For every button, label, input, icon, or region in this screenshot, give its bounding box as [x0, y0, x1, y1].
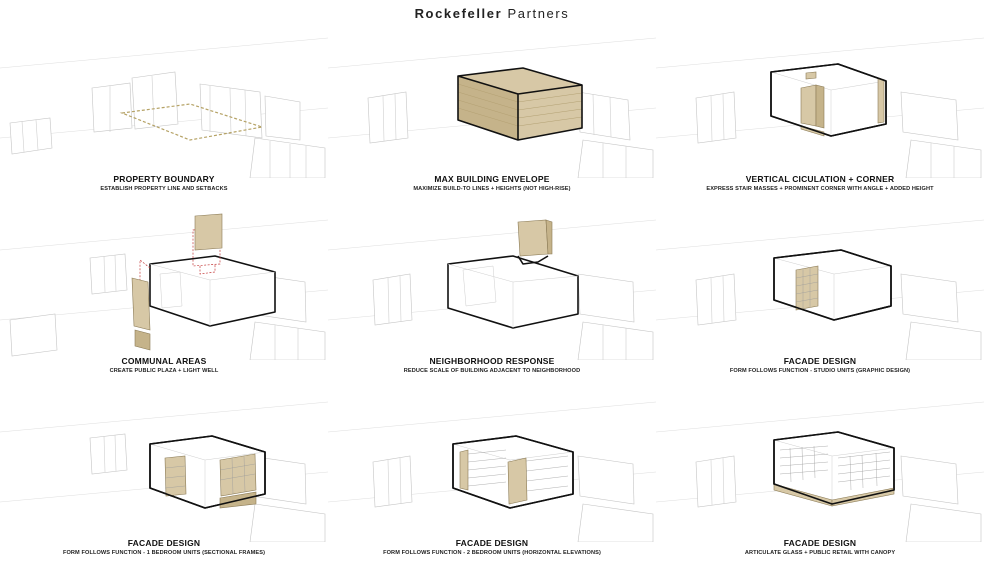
panel-subtitle: ESTABLISH PROPERTY LINE AND SETBACKS [100, 186, 228, 192]
panel-subtitle: FORM FOLLOWS FUNCTION - STUDIO UNITS (GR… [729, 368, 911, 374]
panel-title: MAX BUILDING ENVELOPE [434, 174, 550, 184]
panel-communal-areas: COMMUNAL AREAS CREATE PUBLIC PLAZA + LIG… [0, 210, 328, 392]
panel-facade-studio: FACADE DESIGN FORM FOLLOWS FUNCTION - ST… [656, 210, 984, 392]
diagram-facade-2bed-icon [328, 401, 656, 542]
panel-title: FACADE DESIGN [783, 538, 857, 548]
diagram-max-envelope-icon [328, 37, 656, 178]
panel-title: NEIGHBORHOOD RESPONSE [429, 356, 555, 366]
panel-title: VERTICAL CICULATION + CORNER [745, 174, 895, 184]
panel-subtitle: REDUCE SCALE OF BUILDING ADJACENT TO NEI… [403, 368, 581, 374]
diagram-neighborhood-response-icon [328, 219, 656, 360]
diagram-vertical-circulation-icon [656, 37, 984, 178]
panel-facade-1bed: FACADE DESIGN FORM FOLLOWS FUNCTION - 1 … [0, 392, 328, 574]
panel-facade-2bed: FACADE DESIGN FORM FOLLOWS FUNCTION - 2 … [328, 392, 656, 574]
panel-property-boundary: PROPERTY BOUNDARY ESTABLISH PROPERTY LIN… [0, 28, 328, 210]
panel-caption: FACADE DESIGN FORM FOLLOWS FUNCTION - 2 … [328, 538, 656, 558]
panel-title: PROPERTY BOUNDARY [113, 174, 215, 184]
diagram-grid: PROPERTY BOUNDARY ESTABLISH PROPERTY LIN… [0, 28, 984, 574]
panel-subtitle: EXPRESS STAIR MASSES + PROMINENT CORNER … [706, 186, 934, 192]
panel-facade-glass-retail: FACADE DESIGN ARTICULATE GLASS + PUBLIC … [656, 392, 984, 574]
panel-subtitle: CREATE PUBLIC PLAZA + LIGHT WELL [109, 368, 219, 374]
brand-name: Rockefeller [414, 6, 503, 21]
diagram-facade-studio-icon [656, 219, 984, 360]
panel-subtitle: ARTICULATE GLASS + PUBLIC RETAIL WITH CA… [744, 550, 896, 556]
diagram-facade-glass-retail-icon [656, 401, 984, 542]
diagram-facade-1bed-icon [0, 401, 328, 542]
brand-suffix: Partners [502, 6, 570, 21]
panel-title: FACADE DESIGN [127, 538, 201, 548]
panel-caption: FACADE DESIGN ARTICULATE GLASS + PUBLIC … [656, 538, 984, 558]
panel-subtitle: MAXIMIZE BUILD-TO LINES + HEIGHTS (NOT H… [413, 186, 571, 192]
panel-caption: FACADE DESIGN FORM FOLLOWS FUNCTION - 1 … [0, 538, 328, 558]
diagram-communal-areas-icon [0, 213, 328, 360]
panel-caption: COMMUNAL AREAS CREATE PUBLIC PLAZA + LIG… [0, 356, 328, 376]
panel-caption: MAX BUILDING ENVELOPE MAXIMIZE BUILD-TO … [328, 174, 656, 194]
page-header: Rockefeller Partners [0, 6, 984, 26]
panel-subtitle: FORM FOLLOWS FUNCTION - 2 BEDROOM UNITS … [383, 550, 601, 556]
panel-caption: FACADE DESIGN FORM FOLLOWS FUNCTION - ST… [656, 356, 984, 376]
panel-caption: VERTICAL CICULATION + CORNER EXPRESS STA… [656, 174, 984, 194]
panel-vertical-circulation: VERTICAL CICULATION + CORNER EXPRESS STA… [656, 28, 984, 210]
panel-neighborhood-response: NEIGHBORHOOD RESPONSE REDUCE SCALE OF BU… [328, 210, 656, 392]
diagram-property-boundary-icon [0, 37, 328, 178]
panel-title: COMMUNAL AREAS [121, 356, 207, 366]
panel-caption: PROPERTY BOUNDARY ESTABLISH PROPERTY LIN… [0, 174, 328, 194]
panel-title: FACADE DESIGN [455, 538, 529, 548]
panel-title: FACADE DESIGN [783, 356, 857, 366]
panel-subtitle: FORM FOLLOWS FUNCTION - 1 BEDROOM UNITS … [62, 550, 266, 556]
panel-max-building-envelope: MAX BUILDING ENVELOPE MAXIMIZE BUILD-TO … [328, 28, 656, 210]
panel-caption: NEIGHBORHOOD RESPONSE REDUCE SCALE OF BU… [328, 356, 656, 376]
